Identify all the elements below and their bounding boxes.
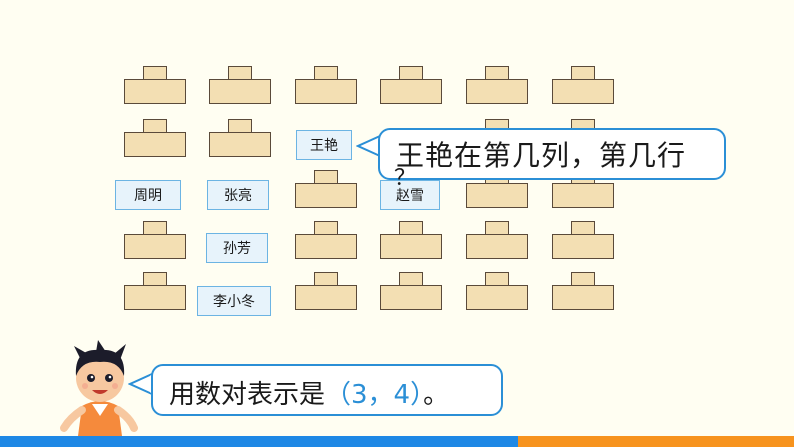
desk bbox=[295, 221, 357, 259]
question-mark: ？ bbox=[394, 166, 417, 191]
answer-coordinate: （3，4） bbox=[325, 380, 424, 410]
student-card-zhang-liang: 张亮 bbox=[207, 180, 269, 210]
desk bbox=[466, 272, 528, 310]
student-card-li-xiaodong: 李小冬 bbox=[197, 286, 271, 316]
desk bbox=[552, 272, 614, 310]
desk bbox=[295, 272, 357, 310]
desk bbox=[295, 66, 357, 104]
answer-prefix: 用数对表示是 bbox=[169, 380, 326, 410]
desk bbox=[552, 221, 614, 259]
desk bbox=[209, 66, 271, 104]
question-bubble: 王艳在第几列，第几行 ？ bbox=[378, 128, 726, 190]
bottom-bar-orange bbox=[518, 436, 794, 447]
student-card-zhao-xue: 赵雪 bbox=[380, 180, 440, 210]
desk bbox=[380, 66, 442, 104]
answer-suffix: 。 bbox=[423, 380, 450, 410]
boy-character-illustration bbox=[60, 340, 138, 436]
desk bbox=[380, 221, 442, 259]
answer-bubble: 用数对表示是（3，4）。 bbox=[151, 364, 503, 416]
answer-text: 用数对表示是（3，4）。 bbox=[169, 374, 449, 411]
desk bbox=[466, 221, 528, 259]
desk bbox=[124, 221, 186, 259]
desk bbox=[466, 66, 528, 104]
desk bbox=[552, 66, 614, 104]
student-card-wang-yan: 王艳 bbox=[296, 130, 352, 160]
desk bbox=[124, 66, 186, 104]
desk bbox=[209, 119, 271, 157]
desk bbox=[295, 170, 357, 208]
bottom-bar-blue bbox=[0, 436, 518, 447]
student-card-sun-fang: 孙芳 bbox=[206, 233, 268, 263]
desk bbox=[380, 272, 442, 310]
desk bbox=[124, 272, 186, 310]
desk bbox=[124, 119, 186, 157]
student-card-zhou-ming: 周明 bbox=[115, 180, 181, 210]
question-text: 王艳在第几列，第几行 bbox=[396, 139, 687, 172]
